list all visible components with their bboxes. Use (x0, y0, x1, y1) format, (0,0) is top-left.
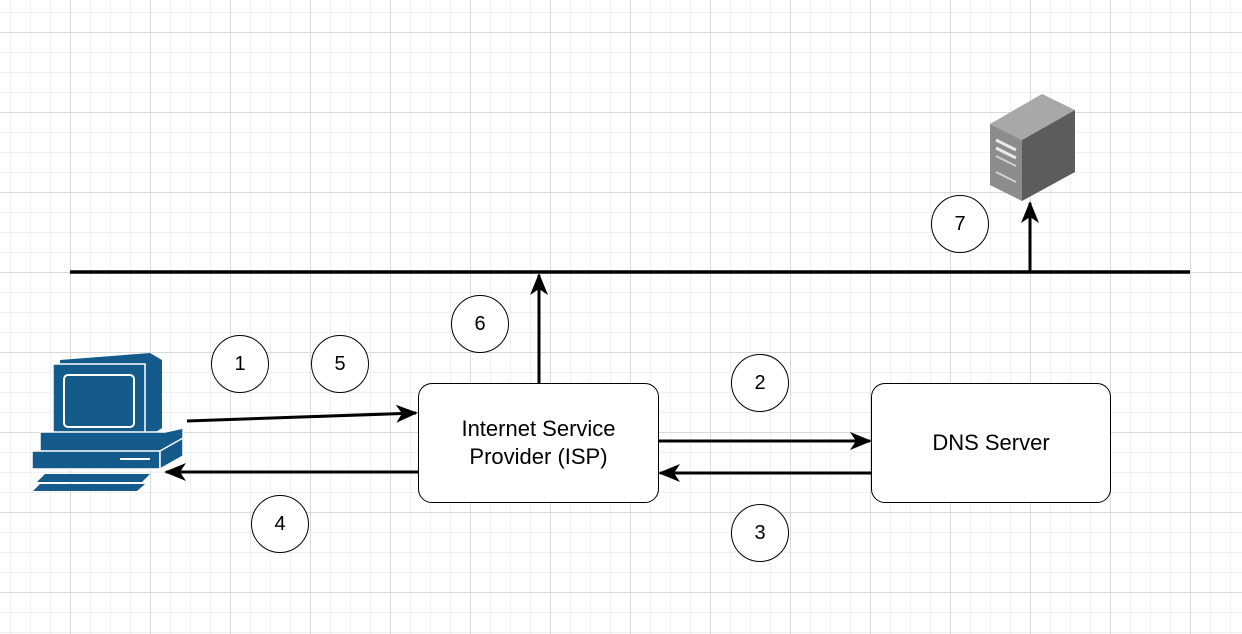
step-marker-1: 1 (211, 335, 269, 393)
desktop-computer-icon (31, 353, 184, 491)
step-marker-5: 5 (311, 335, 369, 393)
arrow-computer-to-isp (186, 404, 418, 423)
tower-server-icon (990, 94, 1075, 201)
dns-server-label: DNS Server (932, 430, 1050, 455)
step-marker-2: 2 (731, 354, 789, 412)
step-marker-6: 6 (451, 295, 509, 353)
isp-node: Internet Service Provider (ISP) (418, 383, 659, 503)
isp-label: Internet Service Provider (ISP) (461, 416, 616, 469)
step-marker-4: 4 (251, 495, 309, 553)
step-marker-3: 3 (731, 504, 789, 562)
step-marker-7: 7 (931, 195, 989, 253)
dns-server-node: DNS Server (871, 383, 1111, 503)
